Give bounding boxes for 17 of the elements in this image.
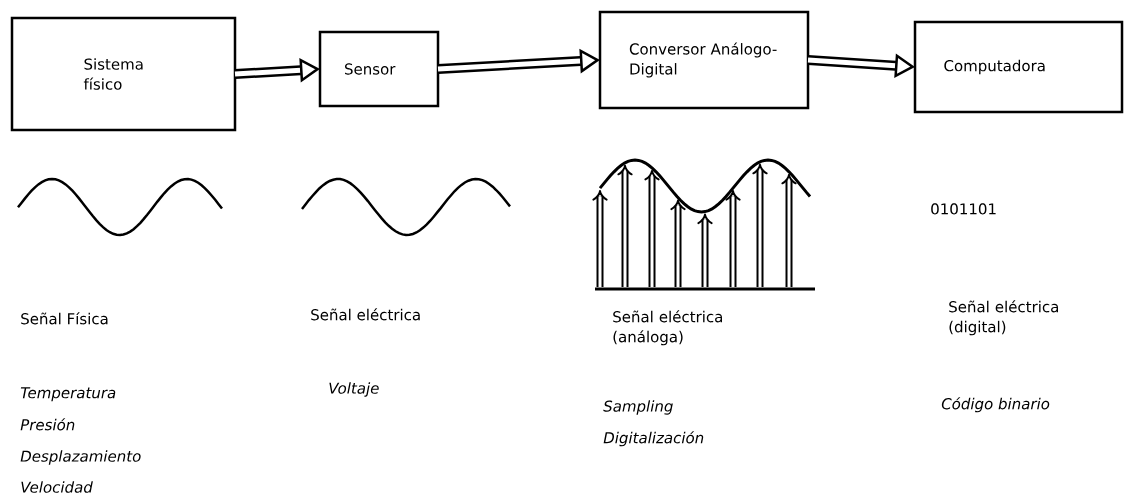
process-box: Sistema físico	[10, 16, 237, 132]
process-box: Sensor	[318, 30, 440, 108]
process-box: Conversor Análogo-Digital	[598, 10, 810, 110]
note-text: Código binario	[941, 397, 1050, 413]
binary-code: 0101101	[931, 203, 996, 215]
note-text: Voltaje	[329, 382, 379, 397]
process-box: Computadora	[913, 20, 1124, 114]
signal-label: Señal eléctrica (digital)	[949, 300, 1058, 336]
signal-label: Señal Física	[21, 312, 108, 325]
note-text: Sampling	[603, 400, 673, 415]
note-text: Desplazamiento	[20, 450, 141, 465]
note-text: Velocidad	[21, 481, 93, 493]
note-text: Temperatura	[20, 387, 116, 402]
note-text: Presión	[20, 418, 75, 431]
signal-label: Señal eléctrica	[311, 308, 420, 321]
note-text: Digitalización	[603, 431, 704, 447]
signal-label: Señal eléctrica (análoga)	[613, 310, 722, 346]
